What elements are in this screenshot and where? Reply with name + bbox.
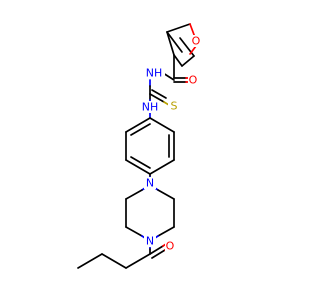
bond [166,23,191,33]
label-background [188,74,199,86]
butanoyl-chain [77,243,169,269]
bond [149,159,175,175]
bond [149,93,165,103]
label-background [144,235,156,247]
bond [125,159,151,175]
label-background [139,101,161,113]
label-background [144,177,156,189]
bond [151,89,167,99]
bond [189,45,197,55]
butanoyl-oxygen-label: O [166,240,175,253]
bond [173,54,183,67]
molecule-structure-diagram: O O NH S NH N N O [77,23,201,269]
bond [151,249,166,259]
bond [125,226,143,237]
bond [130,156,151,169]
amide-nh-label: NH [146,67,163,80]
phenyl-ring [125,117,175,175]
bond [101,253,127,269]
bond [181,55,195,67]
bond [125,117,151,133]
bond [125,189,143,200]
bond [149,117,175,133]
bond [125,253,151,269]
bond [149,245,164,255]
bond [77,253,103,269]
thiocarbonyl-sulfur-label: S [171,100,178,113]
bond [157,226,175,237]
label-background [168,100,179,112]
label-background [191,35,201,47]
thiourea-nh-label: NH [142,101,159,114]
bond [157,189,175,200]
bond [166,31,183,53]
label-background [165,240,176,252]
label-background [143,67,165,79]
furan-oxygen-label: O [192,35,201,48]
atom-labels: O O NH S NH N N O [139,35,201,253]
carbonyl-oxygen-label: O [189,74,198,87]
bond [166,31,175,56]
thiourea-group [149,79,170,119]
bond [130,123,151,136]
furan-ring [166,23,197,67]
piperazine-nitrogen-bottom-label: N [146,235,154,248]
piperazine-nitrogen-top-label: N [146,177,154,190]
